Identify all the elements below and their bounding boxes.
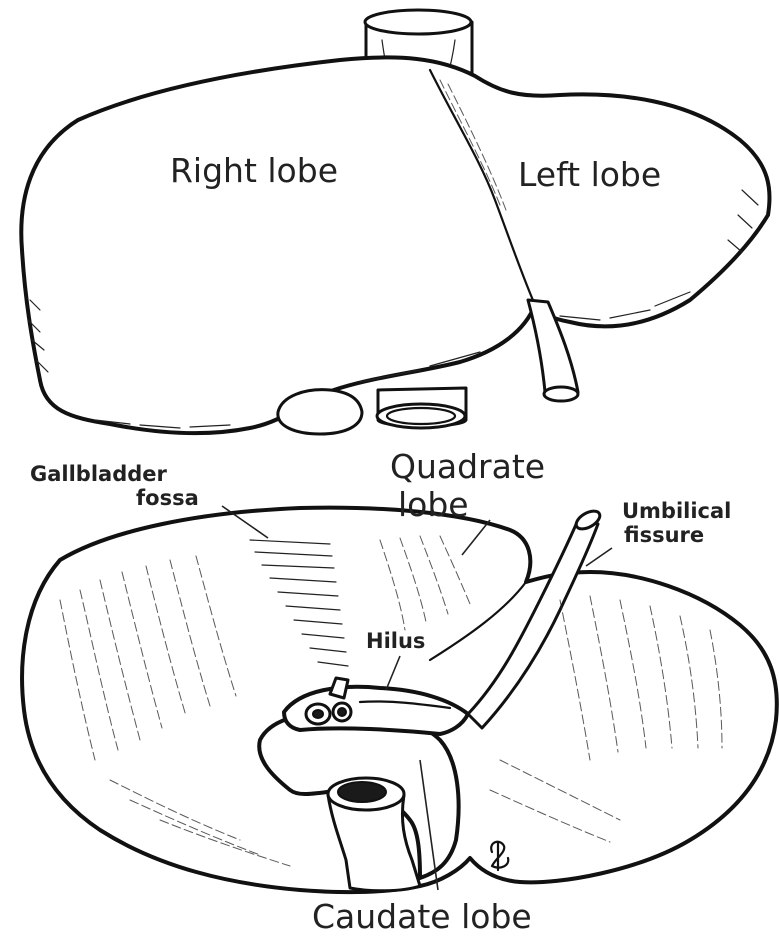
liver-anterior-outline — [21, 57, 769, 433]
hilus-label: Hilus — [366, 629, 425, 653]
quadrate-lobe-label-line1: Quadrate — [390, 447, 545, 486]
umbilical-fissure-label-line2: fissure — [624, 523, 704, 547]
umbilical-fissure-label-line1: Umbilical — [622, 499, 731, 523]
bottom-liver-view: Gallbladder fossa Quadrate lobe Umbilica… — [22, 447, 777, 936]
right-lobe-label: Right lobe — [170, 151, 338, 190]
gallbladder-fossa-label-line2: fossa — [136, 486, 199, 510]
gallbladder-tip — [278, 390, 362, 434]
gallbladder-fossa-label-line1: Gallbladder — [30, 462, 168, 486]
left-lobe-label: Left lobe — [518, 155, 661, 194]
quadrate-lobe-label-line2: lobe — [398, 485, 469, 524]
umbilical-fissure-leader — [586, 548, 612, 566]
inferior-vena-cava-bottom — [377, 388, 466, 428]
top-liver-view: Right lobe Left lobe — [21, 10, 769, 434]
caudate-lobe-label: Caudate lobe — [312, 897, 532, 936]
